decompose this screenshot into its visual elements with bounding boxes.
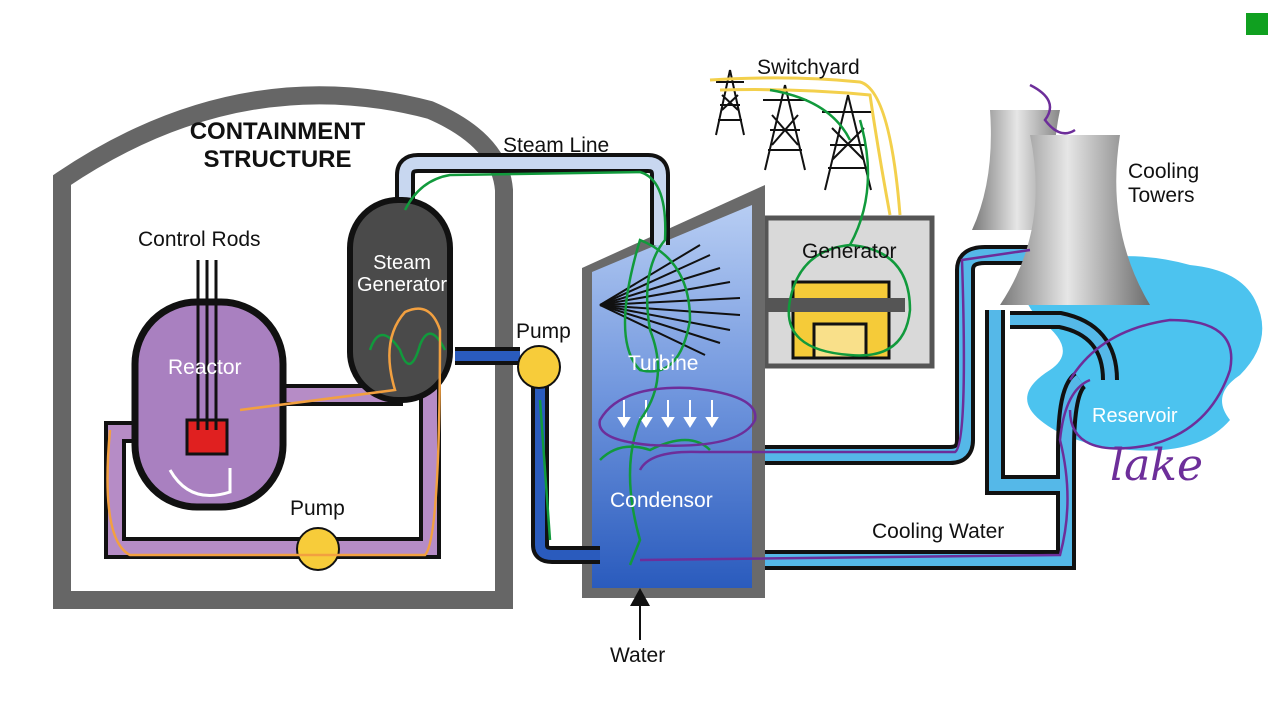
switchyard-pylons <box>715 69 874 191</box>
purple-pen-annotation <box>598 83 1233 562</box>
primary-pump <box>296 527 340 571</box>
steam-generator-label-line2: Generator <box>356 274 448 296</box>
feedwater-line <box>455 347 600 564</box>
switchyard-label: Switchyard <box>757 56 860 79</box>
condensor-label: Condensor <box>610 489 713 512</box>
steam-generator <box>347 197 453 403</box>
steam-line-label: Steam Line <box>503 134 610 157</box>
reactor-vessel <box>131 298 287 511</box>
cooling-towers-label: Cooling Towers <box>1128 160 1199 208</box>
steam-line <box>395 153 670 245</box>
control-rods-label: Control Rods <box>138 228 261 251</box>
steam-generator-label-line1: Steam <box>373 252 431 274</box>
feedwater-pump <box>517 345 561 389</box>
turbine-blades <box>599 244 741 356</box>
condensor-arrows <box>617 400 719 428</box>
orange-pen-annotation <box>106 307 442 557</box>
turbine-label: Turbine <box>628 352 699 375</box>
status-square <box>1246 13 1268 35</box>
power-lines <box>709 76 902 216</box>
green-pen-annotation <box>368 88 912 566</box>
primary-pump-label: Pump <box>290 497 345 520</box>
water-inlet-arrow <box>630 588 650 640</box>
cooling-towers-label-line1: Cooling <box>1128 160 1200 183</box>
water-label: Water <box>610 644 666 667</box>
handwritten-lake-note: lake <box>1110 440 1204 491</box>
generator-label: Generator <box>802 240 897 263</box>
cooling-water-label: Cooling Water <box>872 520 1005 543</box>
reactor-label: Reactor <box>168 356 242 379</box>
steam-generator-label: Steam Generator <box>352 252 452 296</box>
containment-title-line1: CONTAINMENT <box>189 118 366 145</box>
reservoir-label: Reservoir <box>1092 405 1178 427</box>
cooling-towers <box>972 110 1150 305</box>
reactor-flow-arrow <box>168 468 232 497</box>
control-rods <box>196 260 218 430</box>
feedwater-pump-label: Pump <box>516 320 571 343</box>
containment-title-line2: STRUCTURE <box>203 146 352 173</box>
cooling-towers-label-line2: Towers <box>1128 184 1195 207</box>
containment-title: CONTAINMENT STRUCTURE <box>175 118 380 174</box>
